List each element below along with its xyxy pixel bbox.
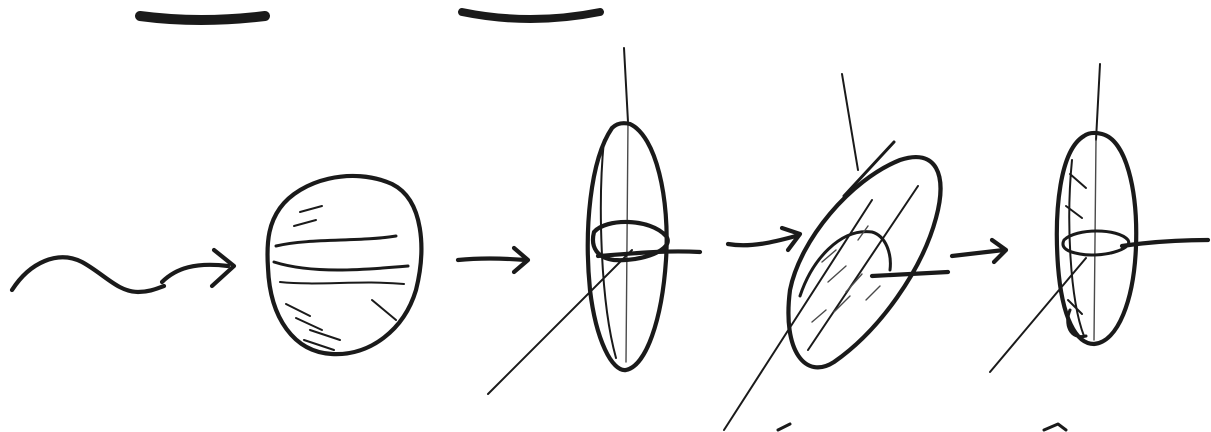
sphere-band-low: [280, 282, 404, 284]
arrow-1-shaft: [458, 259, 526, 261]
top-blob-left: [140, 16, 265, 20]
